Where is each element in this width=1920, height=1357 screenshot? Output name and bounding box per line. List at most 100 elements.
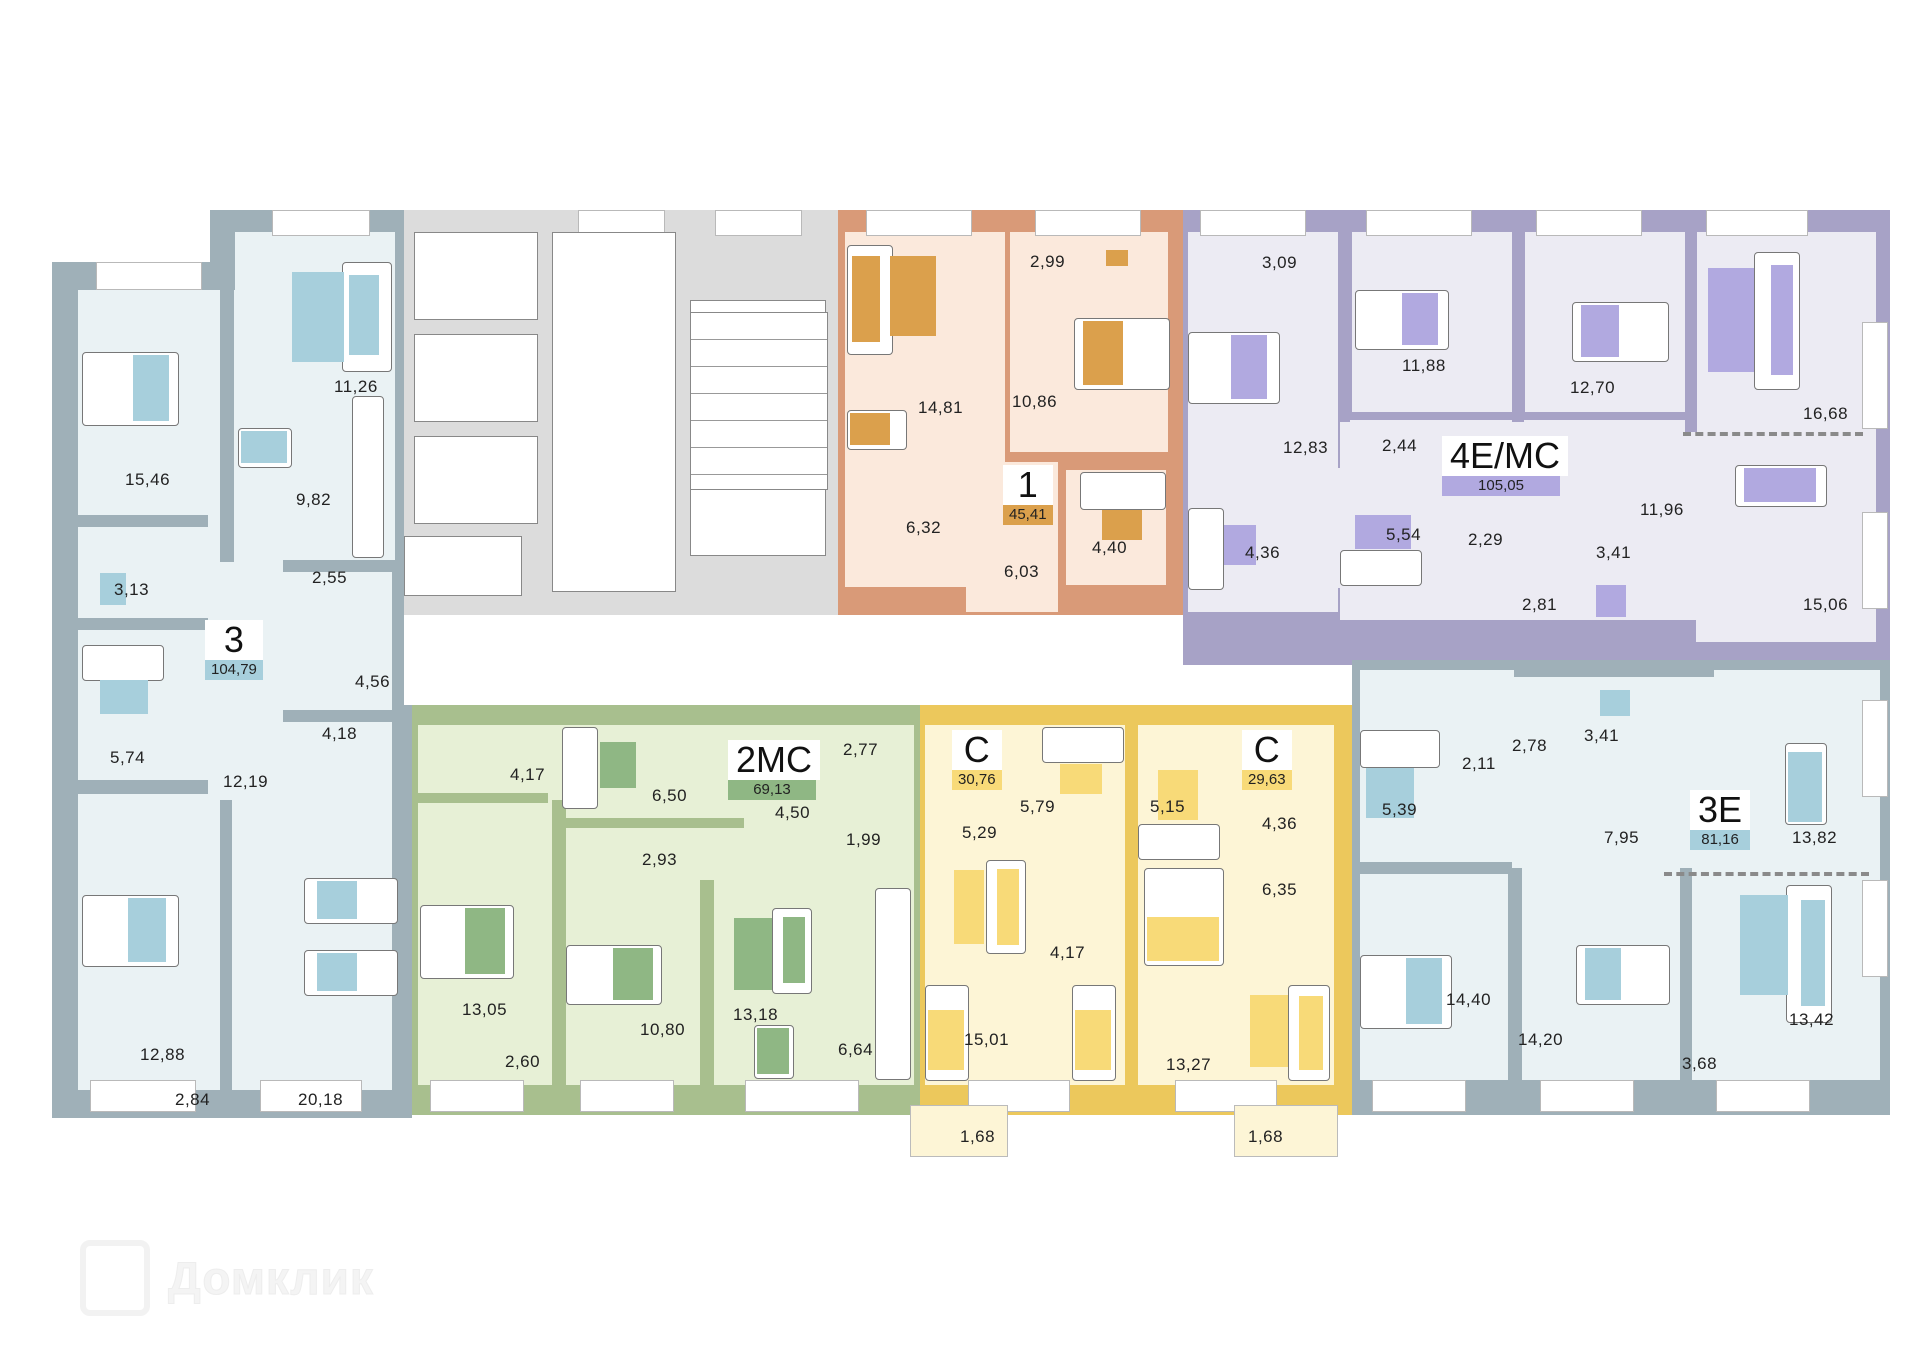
window: [1862, 880, 1888, 977]
inner-wall: [220, 800, 232, 1110]
bath-mat: [1600, 690, 1630, 716]
inner-wall: [283, 710, 395, 722]
apartment-type: 2MC: [728, 740, 821, 780]
room-area: 4,17: [510, 765, 546, 784]
bathtub: [1042, 727, 1124, 763]
window: [90, 1080, 196, 1112]
room-area: 1,99: [846, 830, 882, 849]
bed: [1572, 302, 1669, 362]
bathtub: [1138, 824, 1220, 860]
room-area: 13,82: [1792, 828, 1838, 847]
sofa: [342, 262, 392, 372]
room-area: 16,68: [1803, 404, 1849, 423]
window: [1706, 210, 1808, 236]
bath-mat: [1102, 510, 1142, 540]
room-area: 5,54: [1386, 525, 1422, 544]
bath-mat: [1224, 525, 1256, 565]
window: [1862, 512, 1888, 609]
room-area: 10,80: [640, 1020, 686, 1039]
watermark-text: Домклик: [168, 1252, 374, 1305]
staircase[interactable]: [690, 312, 828, 490]
room-area: 4,17: [1050, 943, 1086, 962]
apartment-total-area: 81,16: [1690, 830, 1751, 850]
apartment-3e-label[interactable]: 3E 81,16: [1690, 790, 1751, 850]
apartment-type: C: [952, 730, 1002, 770]
window: [1035, 210, 1141, 236]
armchair-cushion: [1106, 250, 1128, 266]
bath-mat: [1158, 770, 1198, 820]
window: [1536, 210, 1642, 236]
room-area: 6,50: [652, 786, 688, 805]
room-area: 5,74: [110, 748, 146, 767]
room-area: 2,78: [1512, 736, 1548, 755]
bed: [1074, 318, 1170, 390]
room-area: 4,36: [1245, 543, 1281, 562]
utility-room: [404, 536, 522, 596]
apartment-1-label[interactable]: 1 45,41: [1003, 465, 1053, 525]
inner-wall: [1685, 232, 1697, 432]
room-area: 11,96: [1640, 500, 1684, 519]
storage-room: [414, 232, 538, 320]
inner-wall: [1508, 868, 1522, 1080]
bath-mat: [1060, 764, 1102, 794]
room-area: 12,19: [223, 772, 269, 791]
inner-wall: [78, 780, 208, 794]
bath-mat: [100, 573, 126, 605]
apartment-3-label[interactable]: 3 104,79: [205, 620, 263, 680]
apartment-total-area: 69,13: [728, 780, 816, 800]
bed: [566, 945, 662, 1005]
room-area: 2,60: [505, 1052, 541, 1071]
window: [1540, 1080, 1634, 1112]
apartment-type: 3: [205, 620, 263, 660]
apartment-total-area: 105,05: [1442, 476, 1560, 496]
room-area: 3,68: [1682, 1054, 1718, 1073]
apartment-2mc-label[interactable]: 2MC 69,13: [728, 740, 821, 800]
bath-mat: [600, 742, 636, 788]
bed: [1355, 290, 1449, 350]
room-area: 2,77: [843, 740, 879, 759]
domclick-watermark: Домклик: [80, 1240, 374, 1316]
sofa: [1786, 885, 1832, 1023]
inner-wall: [283, 560, 395, 572]
window: [430, 1080, 524, 1112]
rug: [1740, 895, 1788, 995]
inner-wall: [220, 232, 234, 562]
apartment-c-right-label[interactable]: C 29,63: [1242, 730, 1292, 790]
inner-wall: [1338, 232, 1350, 422]
rug: [1708, 268, 1754, 372]
bathtub: [1340, 550, 1422, 586]
bathtub: [1080, 472, 1166, 510]
window: [260, 1080, 362, 1112]
room-area: 3,13: [114, 580, 150, 599]
dining-table: [847, 410, 907, 450]
apartment-type: 3E: [1690, 790, 1751, 830]
room-area: 4,36: [1262, 814, 1298, 833]
inner-wall: [1352, 862, 1512, 874]
room-area: 3,41: [1584, 726, 1620, 745]
window: [272, 210, 370, 236]
window: [580, 1080, 674, 1112]
apartment-c-left-label[interactable]: C 30,76: [952, 730, 1002, 790]
bath-mat: [100, 680, 148, 714]
room-area: 6,35: [1262, 880, 1298, 899]
bed: [82, 352, 179, 426]
room-area: 2,93: [642, 850, 678, 869]
inner-wall: [552, 800, 566, 1090]
balcony[interactable]: [910, 1105, 1008, 1157]
room-area: 12,70: [1570, 378, 1616, 397]
bathtub: [82, 645, 164, 681]
room-area: 4,18: [322, 724, 358, 743]
apartment-type: 4E/MC: [1442, 436, 1569, 476]
room-area: 6,64: [838, 1040, 874, 1059]
room-area: 2,11: [1462, 754, 1496, 773]
room-area: 4,50: [775, 803, 811, 822]
room-area: 5,15: [1150, 797, 1186, 816]
apartment-4e-mc-label[interactable]: 4E/MC 105,05: [1442, 436, 1569, 496]
inner-wall: [78, 618, 208, 630]
apartment-total-area: 29,63: [1242, 770, 1292, 790]
rug: [954, 870, 984, 944]
room-area: 5,39: [1382, 800, 1418, 819]
window: [866, 210, 972, 236]
balcony[interactable]: [1234, 1105, 1338, 1157]
inner-wall: [78, 515, 208, 527]
